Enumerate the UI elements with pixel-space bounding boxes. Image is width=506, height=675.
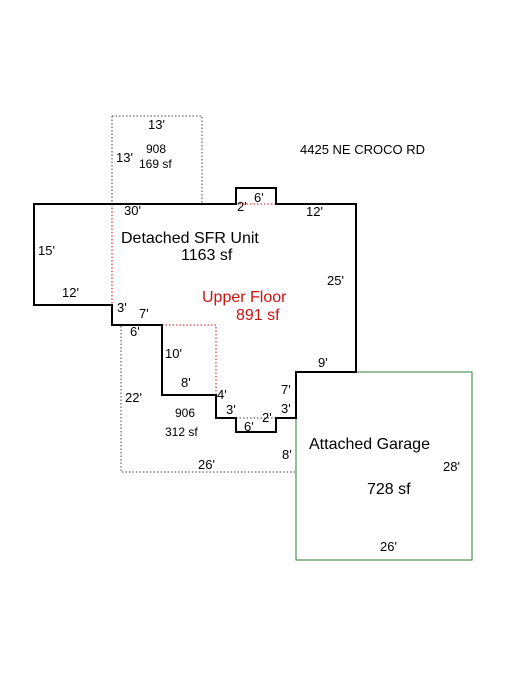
dim-label: 6': [244, 419, 254, 434]
dim-label: 4': [217, 387, 227, 402]
dim-label: 26': [380, 539, 397, 554]
garage-name: Attached Garage: [309, 436, 430, 453]
dim-label: 3': [281, 401, 291, 416]
lower-code: 906: [175, 406, 195, 420]
dim-label: 8': [282, 447, 292, 462]
dim-label: 2': [262, 410, 272, 425]
address-label: 4425 NE CROCO RD: [300, 142, 425, 157]
main-house-outline: [33, 187, 357, 433]
addition-sf: 169 sf: [139, 157, 172, 171]
garage-outline: [295, 371, 473, 561]
dim-label: 13': [148, 117, 165, 132]
dim-label: 6': [130, 324, 140, 339]
dim-label: 3': [226, 402, 236, 417]
dim-label: 15': [38, 243, 55, 258]
dim-label: 13': [116, 150, 133, 165]
dim-label: 25': [327, 273, 344, 288]
addition-code: 908: [146, 142, 166, 156]
dim-label: 22': [125, 390, 142, 405]
dim-label: 26': [198, 457, 215, 472]
dim-label: 2': [237, 199, 247, 214]
lower-level-outline: [120, 326, 296, 473]
main-area-name: Detached SFR Unit: [121, 230, 259, 247]
addition-outline: [111, 115, 203, 204]
upper-floor-sf: 891 sf: [236, 307, 280, 324]
dim-label: 12': [62, 285, 79, 300]
dim-label: 12': [306, 204, 323, 219]
dim-label: 6': [254, 190, 264, 205]
dim-label: 7': [281, 382, 291, 397]
dim-label: 8': [181, 375, 191, 390]
dim-label: 28': [443, 459, 460, 474]
upper-floor-name: Upper Floor: [202, 289, 287, 306]
dim-label: 9': [318, 355, 328, 370]
dim-label: 30': [124, 203, 141, 218]
upper-floor-outline: [111, 203, 356, 395]
dim-label: 10': [165, 346, 182, 361]
garage-sf: 728 sf: [367, 481, 411, 498]
dim-label: 7': [139, 306, 149, 321]
dim-label: 3': [117, 300, 127, 315]
lower-sf: 312 sf: [165, 425, 198, 439]
main-area-sf: 1163 sf: [181, 247, 233, 264]
